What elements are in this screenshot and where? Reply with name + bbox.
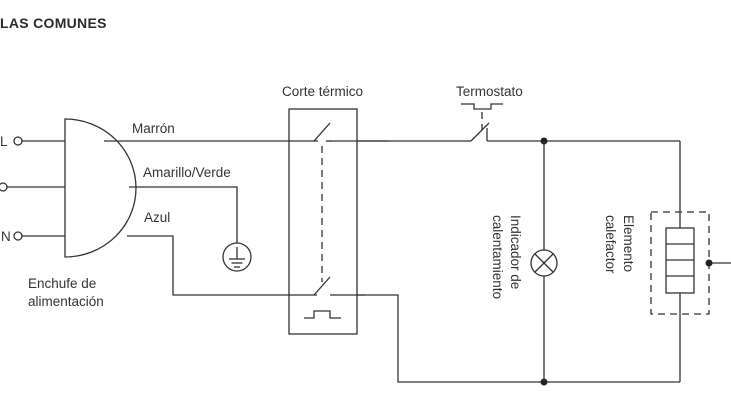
label-indicador-line2: calentamiento (490, 215, 505, 299)
label-enchufe-line2: alimentación (28, 294, 104, 309)
earth-ground-icon (222, 242, 252, 272)
label-corte-termico: Corte térmico (282, 84, 363, 99)
terminal-l (13, 136, 23, 146)
label-l: L (0, 134, 8, 149)
label-amarillo-verde: Amarillo/Verde (143, 165, 231, 180)
label-termostato: Termostato (456, 84, 523, 99)
wire-azul (127, 235, 317, 296)
thermostat-actuator-icon (461, 103, 503, 110)
thermal-actuator-icon (304, 310, 341, 319)
plug-terminals (0, 136, 65, 241)
terminal-n (13, 231, 23, 241)
thermal-cut-box (288, 108, 358, 335)
label-azul: Azul (144, 210, 170, 225)
thermal-cut (288, 108, 388, 335)
heating-indicator-lamp-icon (530, 141, 558, 382)
label-enchufe-line1: Enchufe de (28, 276, 96, 291)
terminal-earth (0, 182, 8, 192)
plug-body (64, 118, 137, 258)
power-plug (64, 118, 137, 258)
label-indicador-line1: Indicador de (508, 215, 523, 289)
section-heading: LAS COMUNES (0, 15, 107, 31)
heating-element (650, 141, 731, 382)
label-n: N (1, 229, 11, 244)
label-elemento-line1: Elemento (621, 215, 636, 272)
thermostat (461, 103, 503, 142)
wire-amarillo-verde (129, 186, 238, 243)
wire-bottom-rail (357, 294, 680, 383)
label-elemento-line2: calefactor (603, 215, 618, 274)
label-marron: Marrón (132, 121, 175, 136)
